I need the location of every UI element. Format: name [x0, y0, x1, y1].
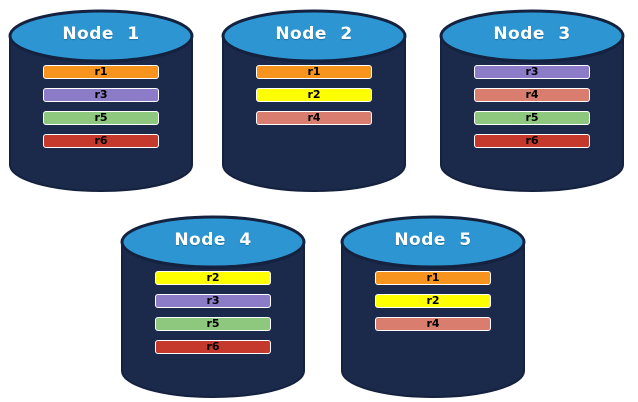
- replica-bar: r5: [43, 111, 159, 125]
- replica-label: r5: [94, 111, 108, 124]
- node-cylinder: Node 2 r1 r2 r4: [221, 8, 407, 194]
- replica-bar: r2: [155, 271, 271, 285]
- replica-bar: r3: [43, 88, 159, 102]
- replica-bar: r3: [155, 294, 271, 308]
- replica-label: r5: [206, 317, 220, 330]
- replica-label: r2: [426, 294, 440, 307]
- node-cylinder: Node 4 r2 r3 r5 r6: [120, 214, 306, 400]
- cylinder-top-ellipse: [8, 9, 194, 63]
- cylinder-top-ellipse: [340, 215, 526, 269]
- replica-bar: r6: [155, 340, 271, 354]
- replica-bar: r4: [256, 111, 372, 125]
- replica-label: r4: [426, 317, 440, 330]
- replica-list: r1 r3 r5 r6: [43, 65, 159, 157]
- replica-label: r5: [525, 111, 539, 124]
- replica-label: r3: [525, 65, 539, 78]
- replica-label: r1: [426, 271, 440, 284]
- replica-label: r1: [94, 65, 108, 78]
- replica-bar: r2: [256, 88, 372, 102]
- replica-bar: r6: [474, 134, 590, 148]
- replica-bar: r1: [256, 65, 372, 79]
- replica-bar: r1: [375, 271, 491, 285]
- replica-bar: r5: [155, 317, 271, 331]
- replica-bar: r3: [474, 65, 590, 79]
- cylinder-top-ellipse: [120, 215, 306, 269]
- replica-list: r2 r3 r5 r6: [155, 271, 271, 363]
- node-title: Node 3: [493, 24, 571, 44]
- replica-label: r6: [206, 340, 220, 353]
- replica-label: r3: [206, 294, 220, 307]
- replica-list: r3 r4 r5 r6: [474, 65, 590, 157]
- cylinder-top-ellipse: [439, 9, 625, 63]
- replica-label: r6: [525, 134, 539, 147]
- replica-label: r2: [206, 271, 220, 284]
- replica-label: r3: [94, 88, 108, 101]
- replica-list: r1 r2 r4: [375, 271, 491, 340]
- replica-list: r1 r2 r4: [256, 65, 372, 134]
- node-title: Node 5: [394, 230, 472, 250]
- replica-bar: r2: [375, 294, 491, 308]
- cylinder-top-ellipse: [221, 9, 407, 63]
- replica-label: r4: [307, 111, 321, 124]
- replica-label: r4: [525, 88, 539, 101]
- node-cylinder: Node 1 r1 r3 r5 r6: [8, 8, 194, 194]
- node-title: Node 4: [174, 230, 252, 250]
- node-title: Node 2: [275, 24, 353, 44]
- node-cylinder: Node 3 r3 r4 r5 r6: [439, 8, 625, 194]
- replica-label: r1: [307, 65, 321, 78]
- replica-label: r6: [94, 134, 108, 147]
- node-title: Node 1: [62, 24, 140, 44]
- replica-bar: r1: [43, 65, 159, 79]
- replica-bar: r5: [474, 111, 590, 125]
- replica-bar: r6: [43, 134, 159, 148]
- replica-label: r2: [307, 88, 321, 101]
- replica-bar: r4: [474, 88, 590, 102]
- replica-bar: r4: [375, 317, 491, 331]
- node-cylinder: Node 5 r1 r2 r4: [340, 214, 526, 400]
